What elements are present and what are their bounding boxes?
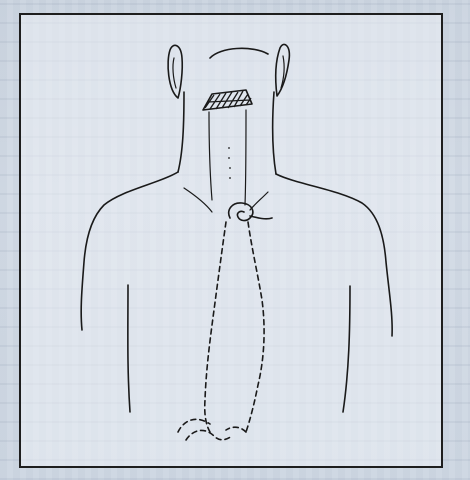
right-scapula-line xyxy=(250,192,268,210)
head-outline xyxy=(210,48,268,58)
tube-coil xyxy=(229,203,253,221)
dashed-tube-right xyxy=(246,222,264,432)
spine-dots xyxy=(228,147,231,179)
dashed-tube-left xyxy=(205,222,226,432)
left-torso-side xyxy=(128,285,130,412)
left-ear xyxy=(168,45,182,98)
left-scapula-line xyxy=(184,188,212,212)
left-ear-detail xyxy=(173,58,176,88)
tube-coil-tail xyxy=(250,216,272,219)
right-ear xyxy=(276,44,290,96)
dashed-tube-end xyxy=(178,419,246,432)
neck-right-contour xyxy=(273,92,276,174)
neck-left-contour xyxy=(178,92,184,172)
hairline-patch xyxy=(203,90,252,110)
right-shoulder-arm xyxy=(276,174,392,336)
right-torso-side xyxy=(343,286,350,412)
spine-right-line xyxy=(245,110,246,205)
spine-left-line xyxy=(209,112,212,200)
dashed-tube-loop xyxy=(186,430,232,440)
left-shoulder-arm xyxy=(81,172,178,330)
